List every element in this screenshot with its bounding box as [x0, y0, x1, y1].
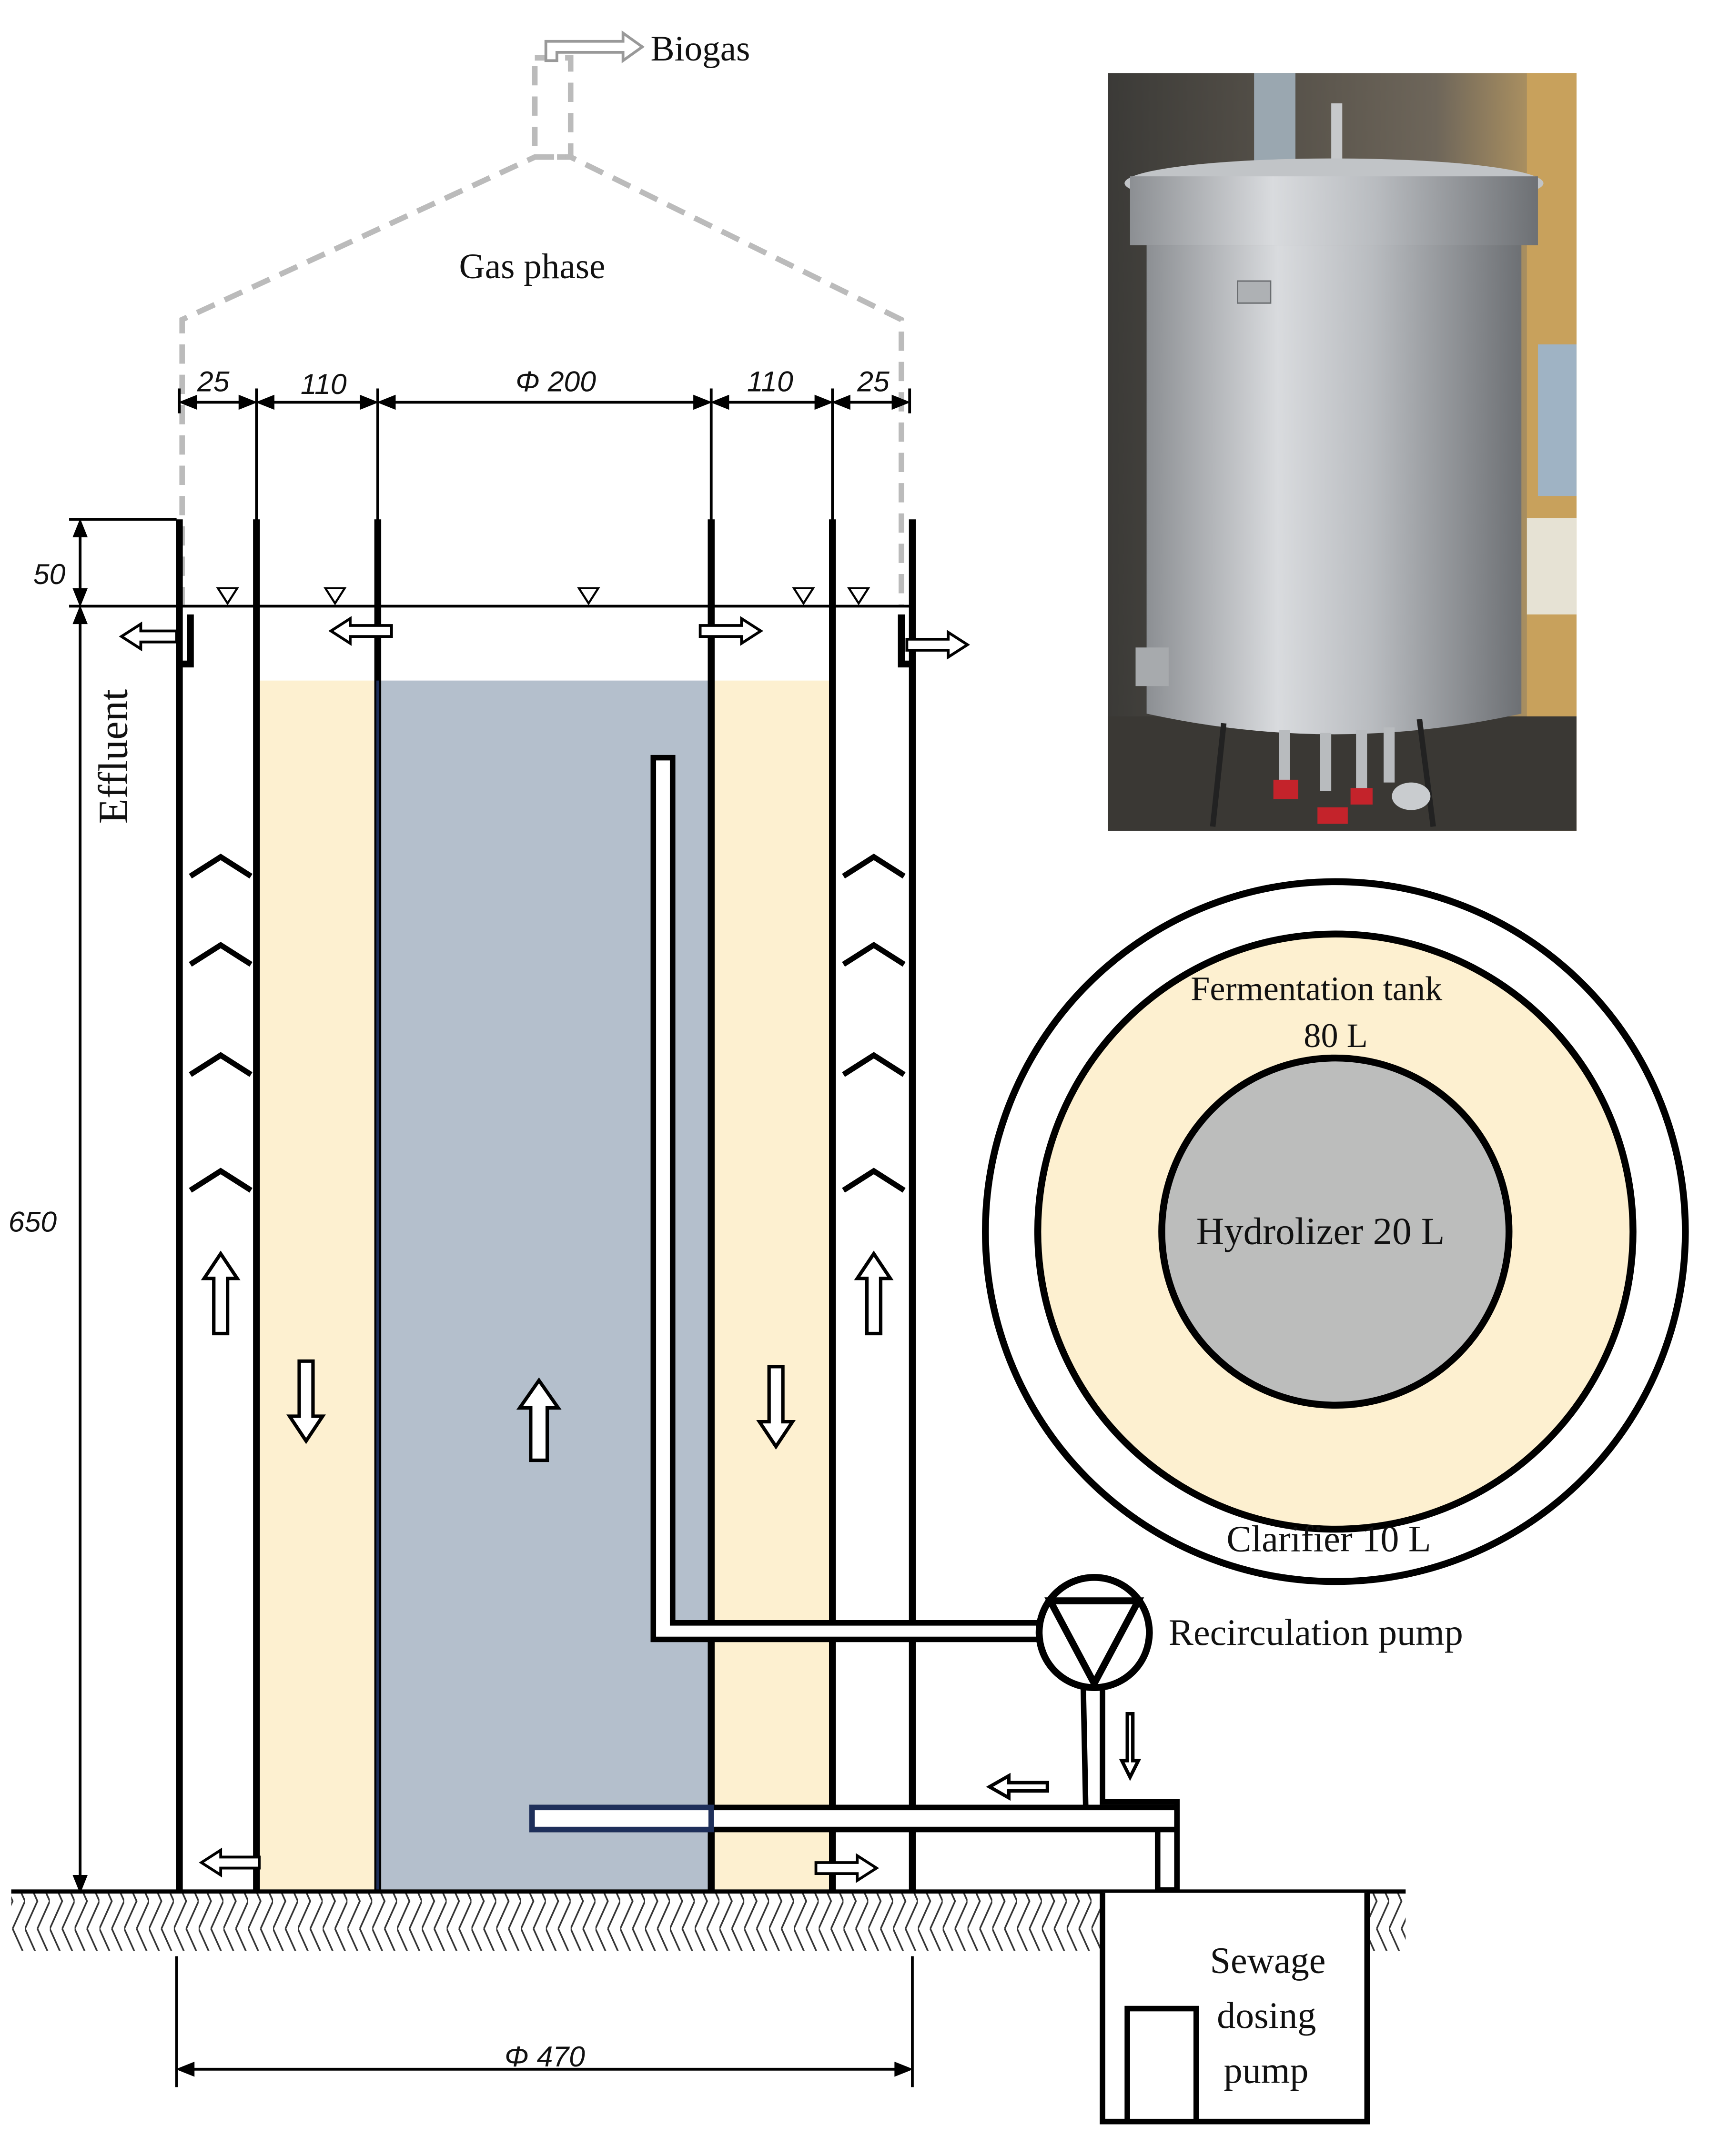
dim-fermentation-left: 110	[301, 368, 347, 400]
fermentation-zone-left	[258, 680, 376, 1890]
plan-view	[982, 878, 1689, 1585]
plan-clarifier-label: Clarifier 10 L	[1226, 1518, 1431, 1559]
effluent-label: Effluent	[91, 689, 136, 824]
plan-fermentation-label-1: Fermentation tank	[1191, 970, 1443, 1008]
overflow-arrows-top	[119, 616, 970, 660]
side-dimension-lines	[69, 518, 910, 1894]
dim-clarifier-right: 25	[857, 365, 890, 397]
dim-outer-diameter: Φ 470	[505, 2040, 585, 2073]
sewage-pump-label-2: dosing	[1217, 1995, 1316, 2036]
sewage-pump-label-3: pump	[1224, 2050, 1309, 2091]
clarifier-baffles	[189, 853, 906, 1193]
biogas-arrow	[544, 30, 645, 63]
pump-triangle	[1044, 1597, 1144, 1691]
flow-arrows	[201, 1250, 1142, 1801]
gas-hood	[179, 55, 904, 606]
dim-height: 650	[9, 1205, 57, 1238]
bottom-dimension	[175, 1956, 914, 2087]
ground-hatch-right	[1367, 1893, 1406, 1951]
plan-hydrolizer-label: Hydrolizer 20 L	[1196, 1209, 1445, 1252]
water-level-markers	[216, 587, 870, 605]
dim-fermentation-right: 110	[747, 365, 793, 397]
ground-hatch-left	[11, 1893, 1100, 1951]
biogas-label: Biogas	[650, 29, 750, 69]
dim-hydrolizer: Φ 200	[516, 365, 596, 397]
bottom-port-arrows	[199, 1847, 880, 1883]
top-dimension-lines	[178, 388, 911, 524]
sewage-pump-label-1: Sewage	[1210, 1939, 1326, 1981]
dim-clarifier-left: 25	[197, 365, 230, 397]
sewage-pit	[1100, 1893, 1370, 2125]
recirculation-pump-label: Recirculation pump	[1169, 1612, 1463, 1653]
reactor-photo	[1108, 73, 1577, 831]
dim-freeboard: 50	[33, 558, 66, 590]
plan-fermentation-label-2: 80 L	[1304, 1017, 1368, 1055]
gas-phase-label: Gas phase	[459, 247, 605, 286]
fermentation-zone-right	[712, 680, 831, 1890]
